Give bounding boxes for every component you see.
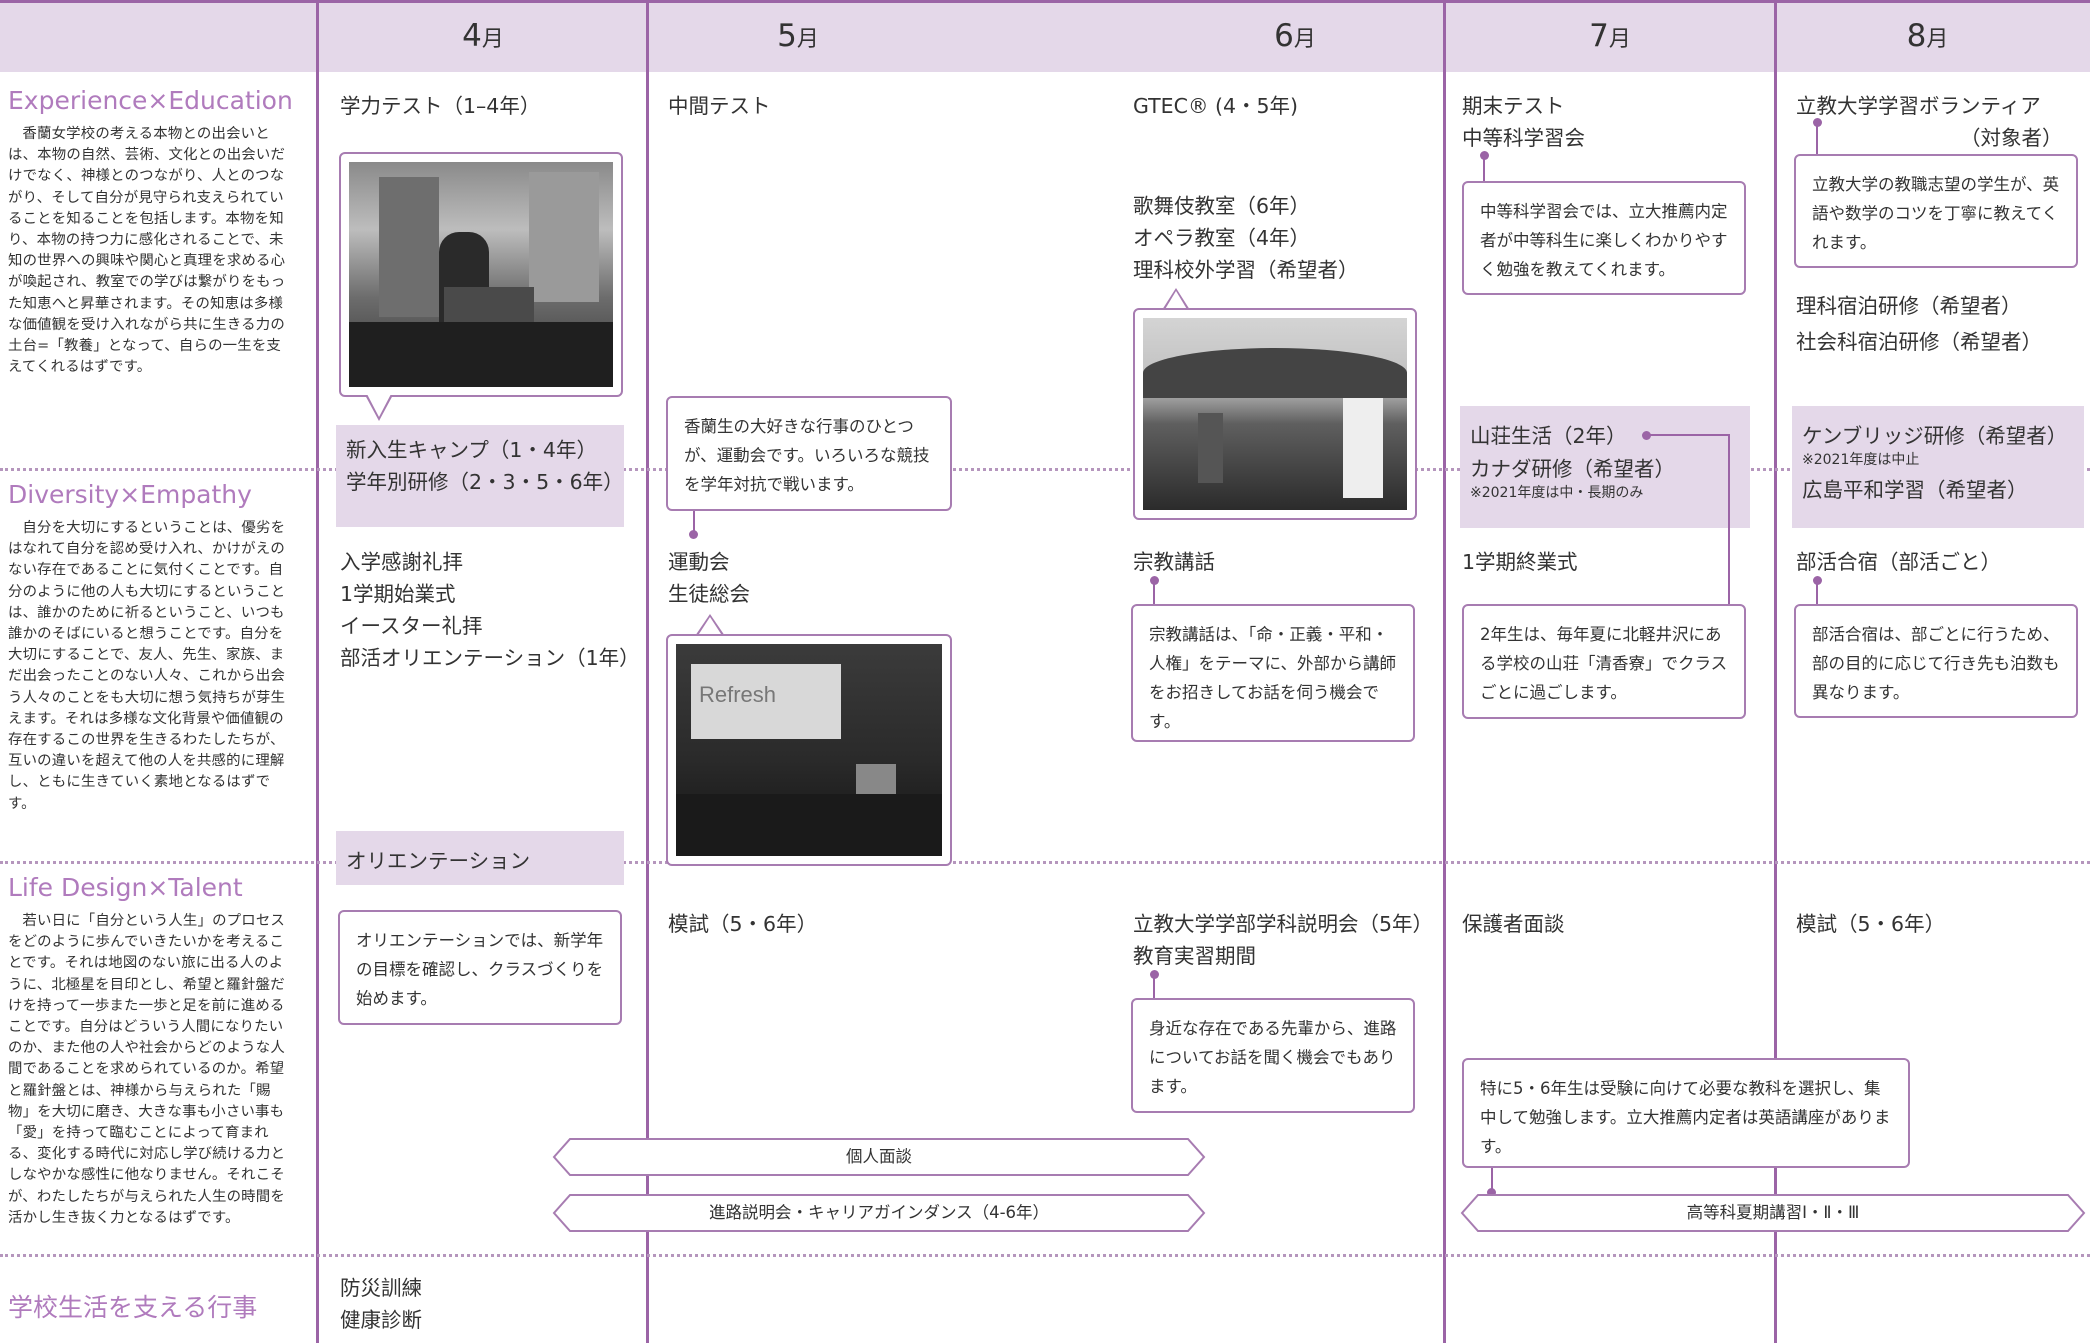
month-june: 6月 <box>1274 18 1316 54</box>
apr-camp: 新入生キャンプ（1・4年） <box>346 438 597 462</box>
aug-club-box: 部活合宿は、部ごとに行うため、部の目的に応じて行き先も泊数も異なります。 <box>1794 604 2078 718</box>
apr-photo <box>339 152 623 397</box>
column-divider <box>646 0 649 1343</box>
jul-closing-ceremony: 1学期終業式 <box>1462 550 1578 574</box>
aug-cambridge-note: ※2021年度は中止 <box>1802 452 1920 468</box>
jul-sanso-box: 2年生は、毎年夏に北軽井沢にある学校の山荘「清香寮」でクラスごとに過ごします。 <box>1462 604 1746 719</box>
jun-kabuki: 歌舞伎教室（6年） <box>1133 194 1311 218</box>
band-title-lifedesign: Life Design×Talent <box>8 873 243 902</box>
may-photo-pointer-fill <box>697 617 723 637</box>
band-title-diversity: Diversity×Empathy <box>8 480 252 509</box>
apr-photo-pointer-fill <box>367 394 391 417</box>
jul-summer-connector-dot <box>1487 1188 1496 1197</box>
band-divider <box>0 468 2090 471</box>
may-connector <box>693 511 695 535</box>
arrow-shape <box>552 1194 1206 1232</box>
month-may: 5月 <box>777 18 819 54</box>
jun-science-trip: 理科校外学習（希望者） <box>1133 258 1359 282</box>
jul-sanso: 山荘生活（2年） <box>1470 424 1627 448</box>
jul-connector <box>1483 155 1485 183</box>
jul-summer-box: 特に5・6年生は受験に向けて必要な教科を選択し、集中して勉強します。立大推薦内定… <box>1462 1058 1910 1168</box>
band-divider <box>0 861 2090 864</box>
jun-teaching-box: 身近な存在である先輩から、進路についてお話を聞く機会でもあります。 <box>1131 998 1415 1113</box>
arrow-shape <box>1460 1194 2086 1232</box>
aug-club-camp: 部活合宿（部活ごと） <box>1796 550 2001 574</box>
apr-orient-highlight <box>336 831 624 885</box>
band-body-lifedesign: 若い日に「自分という人生」のプロセスをどのように歩んでいきたいかを考えることです… <box>8 913 286 1226</box>
photo-refresh-text: Refresh <box>699 682 777 707</box>
arrow-individual-interview: 個人面談 <box>552 1138 1206 1176</box>
jun-religion-talk: 宗教講話 <box>1133 550 1215 574</box>
jun-teaching-practice: 教育実習期間 <box>1133 944 1256 968</box>
band-body-diversity: 自分を大切にするということは、優劣をはなれて自分を認め受け入れ、かけがえのない存… <box>8 520 286 812</box>
column-divider <box>1774 0 1777 1343</box>
apr-event-2: 1学期始業式 <box>340 582 456 606</box>
may-mock-exam: 模試（5・6年） <box>668 912 818 936</box>
column-divider <box>1443 0 1446 1343</box>
jul-sanso-connector-h <box>1650 434 1730 436</box>
month-header-band <box>0 0 2090 72</box>
may-test: 中間テスト <box>668 94 771 118</box>
may-sports-box: 香蘭生の大好きな行事のひとつが、運動会です。いろいろな競技を学年対抗で戦います。 <box>666 396 952 511</box>
arrow-career-guidance: 進路説明会・キャリアガインダンス（4-6年） <box>552 1194 1206 1232</box>
apr-safety-drill: 防災訓練 <box>340 1276 422 1300</box>
aug-social-camp: 社会科宿泊研修（希望者） <box>1796 330 2042 354</box>
jul-sanso-highlight <box>1460 406 1750 528</box>
arrow-label: 進路説明会・キャリアガインダンス（4-6年） <box>708 1203 1050 1222</box>
arrow-label: 個人面談 <box>846 1147 912 1166</box>
aug-cambridge-highlight <box>1792 406 2084 528</box>
month-july: 7月 <box>1589 18 1631 54</box>
may-sports-day: 運動会 <box>668 550 730 574</box>
apr-event-4: 部活オリエンテーション（1年） <box>340 646 640 670</box>
may-student-assembly: 生徒総会 <box>668 582 750 606</box>
aug-hiroshima: 広島平和学習（希望者） <box>1802 478 2028 502</box>
month-august: 8月 <box>1906 18 1949 54</box>
jun-connector <box>1153 580 1155 604</box>
apr-health-check: 健康診断 <box>340 1308 422 1332</box>
apr-event-1: 入学感謝礼拝 <box>340 550 463 574</box>
aug-b2-connector <box>1816 580 1818 604</box>
month-april: 4月 <box>462 18 504 54</box>
apr-orientation-box: オリエンテーションでは、新学年の目標を確認し、クラスづくりを始めます。 <box>338 910 622 1025</box>
may-photo: Refresh <box>666 634 952 866</box>
jul-parent-meeting: 保護者面談 <box>1462 912 1565 936</box>
jul-sanso-connector-v <box>1728 434 1730 604</box>
aug-volunteer: 立教大学学習ボランティア <box>1796 94 2041 118</box>
aug-science-camp: 理科宿泊研修（希望者） <box>1796 294 2022 318</box>
jul-canada-note: ※2021年度は中・長期のみ <box>1470 485 1644 501</box>
band-title-school-life: 学校生活を支える行事 <box>8 1293 258 1322</box>
arrow-shape <box>552 1138 1206 1176</box>
arrow-summer-course: 高等科夏期講習Ⅰ・Ⅱ・Ⅲ <box>1460 1194 2086 1232</box>
aug-cambridge: ケンブリッジ研修（希望者） <box>1802 424 2068 448</box>
column-divider <box>316 0 319 1343</box>
jul-study-box: 中等科学習会では、立大推薦内定者が中等科生に楽しくわかりやすく勉強を教えてくれま… <box>1462 181 1746 295</box>
jun-opera: オペラ教室（4年） <box>1133 226 1311 250</box>
jun-b3-connector <box>1153 974 1155 1000</box>
aug-mock-exam: 模試（5・6年） <box>1796 912 1946 936</box>
apr-orientation: オリエンテーション <box>346 849 531 873</box>
jun-gtec: GTEC® (4・5年) <box>1133 94 1299 118</box>
jul-sanso-dot <box>1642 431 1651 440</box>
jun-photo <box>1133 308 1417 520</box>
jun-photo-pointer-fill <box>1164 291 1188 311</box>
arrow-label: 高等科夏期講習Ⅰ・Ⅱ・Ⅲ <box>1686 1203 1860 1222</box>
jul-final-exam: 期末テスト <box>1462 94 1565 118</box>
band-divider <box>0 1254 2090 1257</box>
jul-study-session: 中等科学習会 <box>1462 126 1585 150</box>
aug-connector <box>1816 122 1818 156</box>
jul-summer-connector <box>1491 1168 1493 1194</box>
apr-camp-highlight <box>336 425 624 527</box>
apr-grade: 学年別研修（2・3・5・6年） <box>346 470 624 494</box>
aug-volunteer-target: （対象者） <box>1960 126 2063 150</box>
band-body-experience: 香蘭女学校の考える本物との出会いとは、本物の自然、芸術、文化との出会いだけでなく… <box>8 126 286 376</box>
jul-canada: カナダ研修（希望者） <box>1470 457 1675 481</box>
jun-rikkyo-briefing: 立教大学学部学科説明会（5年） <box>1133 912 1434 936</box>
apr-event-3: イースター礼拝 <box>340 614 483 638</box>
jun-religion-box: 宗教講話は、「命・正義・平和・人権」をテーマに、外部から講師をお招きしてお話を伺… <box>1131 604 1415 742</box>
may-connector-dot <box>689 530 698 539</box>
apr-test: 学力テスト（1–4年） <box>340 94 541 118</box>
aug-volunteer-box: 立教大学の教職志望の学生が、英語や数学のコツを丁寧に教えてくれます。 <box>1794 154 2078 268</box>
band-title-experience: Experience×Education <box>8 86 293 115</box>
